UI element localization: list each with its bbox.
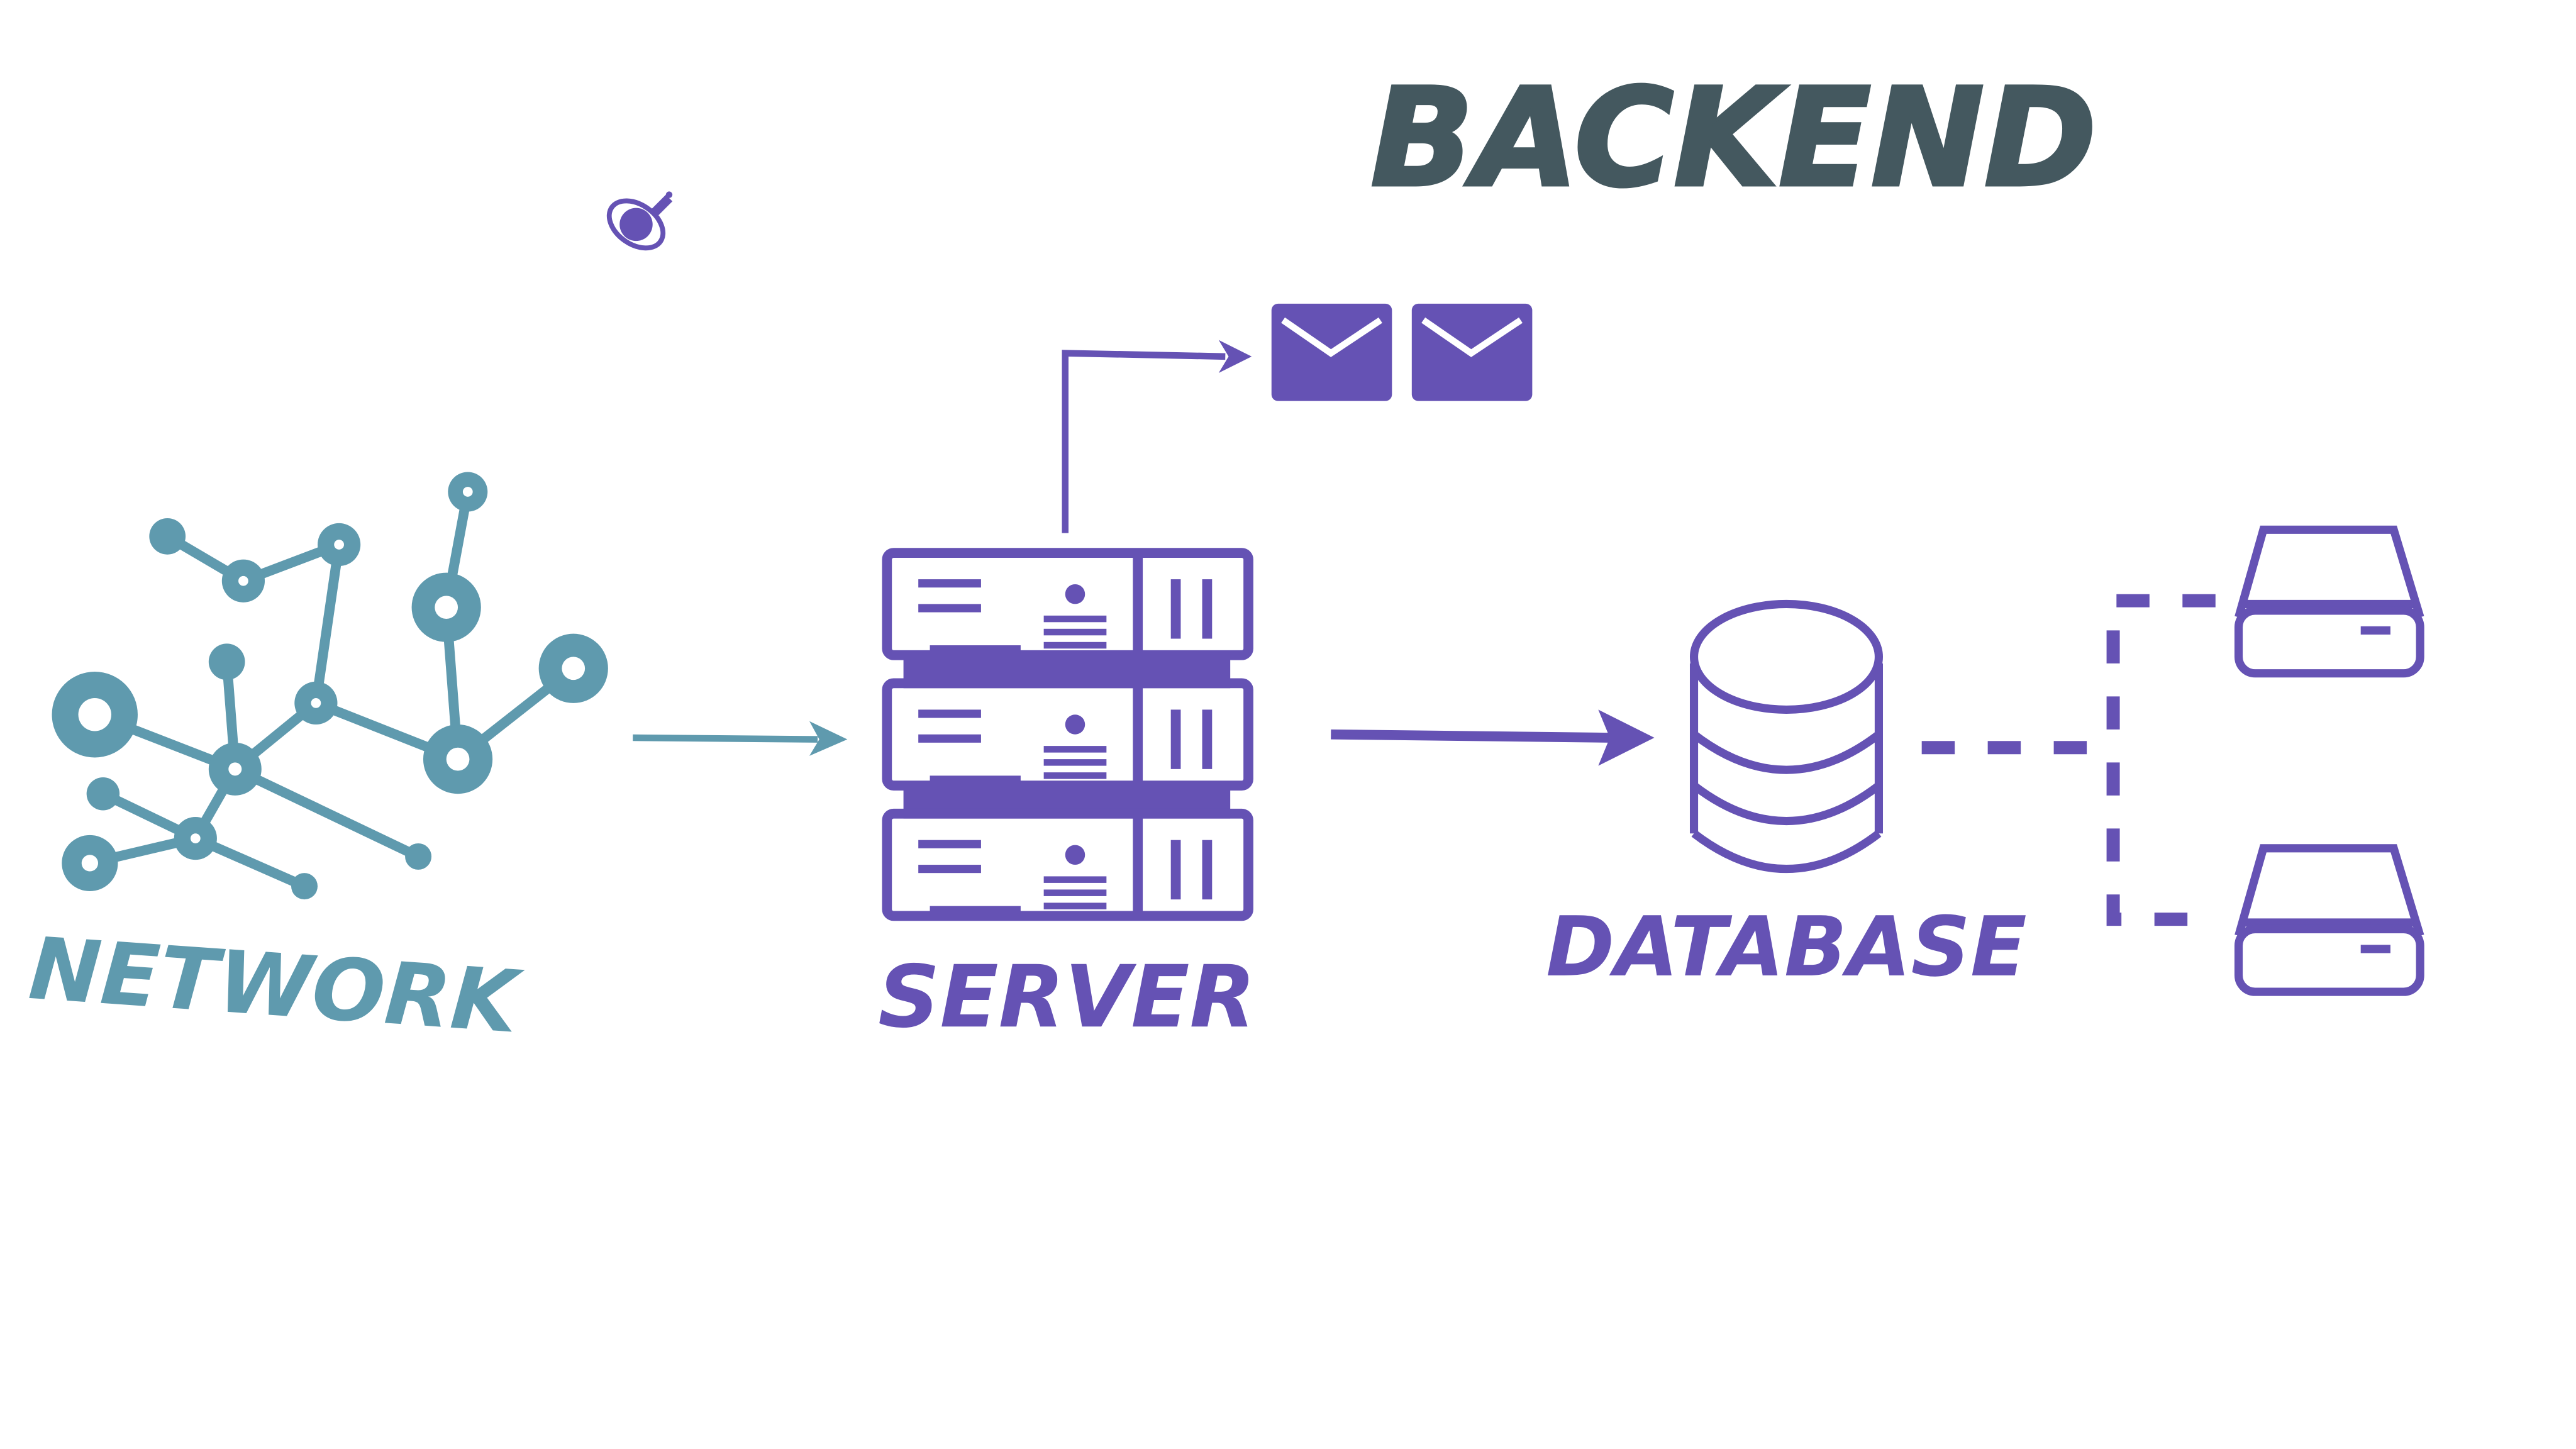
server-label: SERVER [878,947,1255,1047]
envelope-icon [1271,303,1392,401]
network-graph-icon [52,472,608,900]
diagram-title: BACKEND [1370,59,2096,217]
network-label: NETWORK [26,919,526,1053]
dashed-connector [1921,594,2216,926]
arrow-network-to-server [633,721,848,756]
database-cylinder-icon [1689,599,1884,874]
hard-drive-icon [2234,844,2424,996]
database-label: DATABASE [1546,899,2026,995]
hard-drive-icon [2234,525,2424,678]
server-rack-icon [882,548,1253,921]
envelope-icon [1411,303,1533,401]
arrow-server-to-database [1331,709,1655,766]
arrow-server-to-messages [1062,340,1252,533]
rocket-planet-icon [606,191,673,251]
